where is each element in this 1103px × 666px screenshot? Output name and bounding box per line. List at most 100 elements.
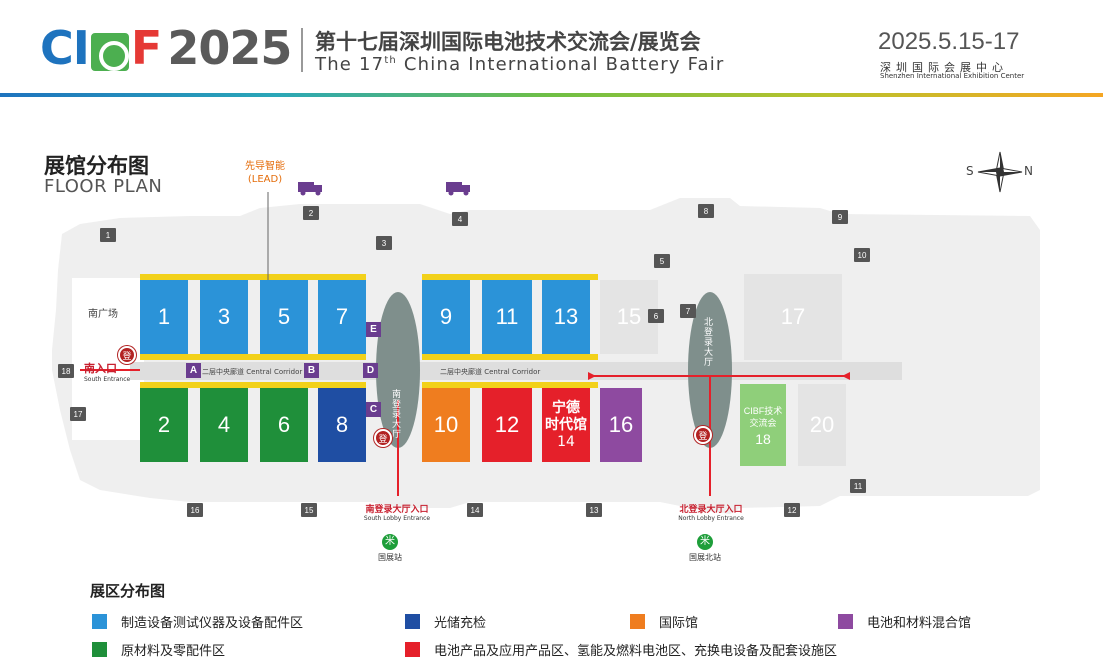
hall-14-catl[interactable]: 宁德 时代馆 14 xyxy=(542,388,590,462)
zone-letter-a[interactable]: A xyxy=(186,363,201,378)
hall-6[interactable]: 6 xyxy=(260,388,308,462)
gate-11[interactable]: 11 xyxy=(850,479,866,493)
hall-2[interactable]: 2 xyxy=(140,388,188,462)
gate-10[interactable]: 10 xyxy=(854,248,870,262)
title-en-prefix: The 17 xyxy=(315,54,385,75)
gate-7[interactable]: 7 xyxy=(680,304,696,318)
hall-14-number: 14 xyxy=(557,433,575,450)
hall-9[interactable]: 9 xyxy=(422,280,470,354)
gate-6[interactable]: 6 xyxy=(648,309,664,323)
hall-18-name-line1: CIBF技术 xyxy=(743,406,783,416)
legend-item: 电池产品及应用产品区、氢能及燃料电池区、充换电设备及配套设施区 xyxy=(405,640,837,659)
zone-letter-c[interactable]: C xyxy=(366,402,381,417)
compass-icon xyxy=(977,151,1023,193)
gate-8[interactable]: 8 xyxy=(698,204,714,218)
legend-swatch xyxy=(92,642,107,657)
compass: S N xyxy=(964,150,1036,194)
south-lobby-entrance[interactable]: 南登录大厅入口 South Lobby Entrance xyxy=(354,502,440,522)
gate-17[interactable]: 17 xyxy=(70,407,86,421)
north-lobby-entrance-en: North Lobby Entrance xyxy=(678,515,744,522)
gate-2[interactable]: 2 xyxy=(303,206,319,220)
legend-swatch xyxy=(838,614,853,629)
metro-south[interactable]: 米 国展站 xyxy=(370,534,410,563)
metro-icon: 米 xyxy=(697,534,713,550)
floor-map: 先导智能 (LEAD) 南广场 1 3 5 7 9 11 13 15 17 2 … xyxy=(40,150,1103,570)
legend-item: 制造设备测试仪器及设备配件区 xyxy=(92,612,303,631)
hall-10[interactable]: 10 xyxy=(422,388,470,462)
registration-marker[interactable]: 登 xyxy=(694,426,712,444)
venue-en: Shenzhen International Exhibition Center xyxy=(880,72,1025,80)
hall-18-cibf[interactable]: CIBF技术 交流会 18 xyxy=(740,384,786,466)
hall-11[interactable]: 11 xyxy=(482,280,532,354)
south-lobby-inner-label: 南登录大厅 xyxy=(392,390,402,440)
metro-south-label: 国展站 xyxy=(378,553,402,562)
metro-north[interactable]: 米 国展北站 xyxy=(680,534,730,563)
gate-18[interactable]: 18 xyxy=(58,364,74,378)
lead-annotation-en: (LEAD) xyxy=(247,174,283,185)
registration-marker[interactable]: 登 xyxy=(118,346,136,364)
gate-9[interactable]: 9 xyxy=(832,210,848,224)
legend-swatch xyxy=(405,614,420,629)
compass-n-label: N xyxy=(1024,164,1033,178)
central-corridor-label: 二层中央廊道 Central Corridor xyxy=(440,368,541,376)
hall-14-name-line1: 宁德 xyxy=(552,399,580,416)
event-date: 2025.5.15-17 xyxy=(878,28,1020,55)
legend-title: 展区分布图 xyxy=(90,582,166,600)
south-square-label: 南广场 xyxy=(88,309,118,320)
legend-item: 原材料及零配件区 xyxy=(92,640,225,659)
hall-5[interactable]: 5 xyxy=(260,280,308,354)
south-lobby-entrance-cn: 南登录大厅入口 xyxy=(365,505,429,515)
hall-4[interactable]: 4 xyxy=(200,388,248,462)
truck-icon xyxy=(446,182,470,196)
hall-17[interactable]: 17 xyxy=(744,274,842,360)
hall-16[interactable]: 16 xyxy=(600,388,642,462)
floor-plan-title-cn: 展馆分布图 xyxy=(44,154,149,178)
south-lobby-entrance-en: South Lobby Entrance xyxy=(363,515,431,522)
logo-letter-f: F xyxy=(130,21,162,75)
logo-b-icon xyxy=(90,32,129,71)
hall-13[interactable]: 13 xyxy=(542,280,590,354)
compass-s-label: S xyxy=(966,164,974,178)
south-entrance[interactable]: 南入口 South Entrance xyxy=(84,360,130,383)
legend-label: 国际馆 xyxy=(659,616,699,631)
north-lobby-entrance-cn: 北登录大厅入口 xyxy=(679,505,743,515)
south-entrance-en: South Entrance xyxy=(84,376,131,383)
hall-20[interactable]: 20 xyxy=(798,384,846,466)
legend-swatch xyxy=(405,642,420,657)
registration-marker[interactable]: 登 xyxy=(374,429,392,447)
lead-annotation-cn: 先导智能 xyxy=(245,161,285,172)
zone-letter-d[interactable]: D xyxy=(363,363,378,378)
hall-7[interactable]: 7 xyxy=(318,280,366,354)
gate-13[interactable]: 13 xyxy=(586,503,602,517)
gate-3[interactable]: 3 xyxy=(376,236,392,250)
hall-8[interactable]: 8 xyxy=(318,388,366,462)
title-en-sup: th xyxy=(384,55,397,66)
gate-14[interactable]: 14 xyxy=(467,503,483,517)
gate-1[interactable]: 1 xyxy=(100,228,116,242)
central-corridor-label: 二层中央廊道 Central Corridor xyxy=(202,368,303,376)
logo-year: 2025 xyxy=(167,21,292,75)
title-en-suffix: China International Battery Fair xyxy=(396,54,725,75)
gate-4[interactable]: 4 xyxy=(452,212,468,226)
hall-18-name-line2: 交流会 xyxy=(749,418,777,428)
event-title-en: The 17th China International Battery Fai… xyxy=(315,54,725,75)
gate-5[interactable]: 5 xyxy=(654,254,670,268)
south-entrance-cn: 南入口 xyxy=(84,362,117,375)
hall-3[interactable]: 3 xyxy=(200,280,248,354)
gate-12[interactable]: 12 xyxy=(784,503,800,517)
hall-12[interactable]: 12 xyxy=(482,388,532,462)
header-divider xyxy=(301,28,303,72)
logo-letter-c: C xyxy=(40,21,74,75)
venue-cn: 深圳国际会展中心 xyxy=(880,61,1008,74)
gate-15[interactable]: 15 xyxy=(301,503,317,517)
hall-1[interactable]: 1 xyxy=(140,280,188,354)
zone-letter-b[interactable]: B xyxy=(304,363,319,378)
metro-north-label: 国展北站 xyxy=(689,553,721,562)
north-lobby-entrance[interactable]: 北登录大厅入口 North Lobby Entrance xyxy=(668,502,754,522)
gate-16[interactable]: 16 xyxy=(187,503,203,517)
hall-14-name-line2: 时代馆 xyxy=(545,416,587,433)
zone-letter-e[interactable]: E xyxy=(366,322,381,337)
legend-item: 光储充检 xyxy=(405,612,486,631)
